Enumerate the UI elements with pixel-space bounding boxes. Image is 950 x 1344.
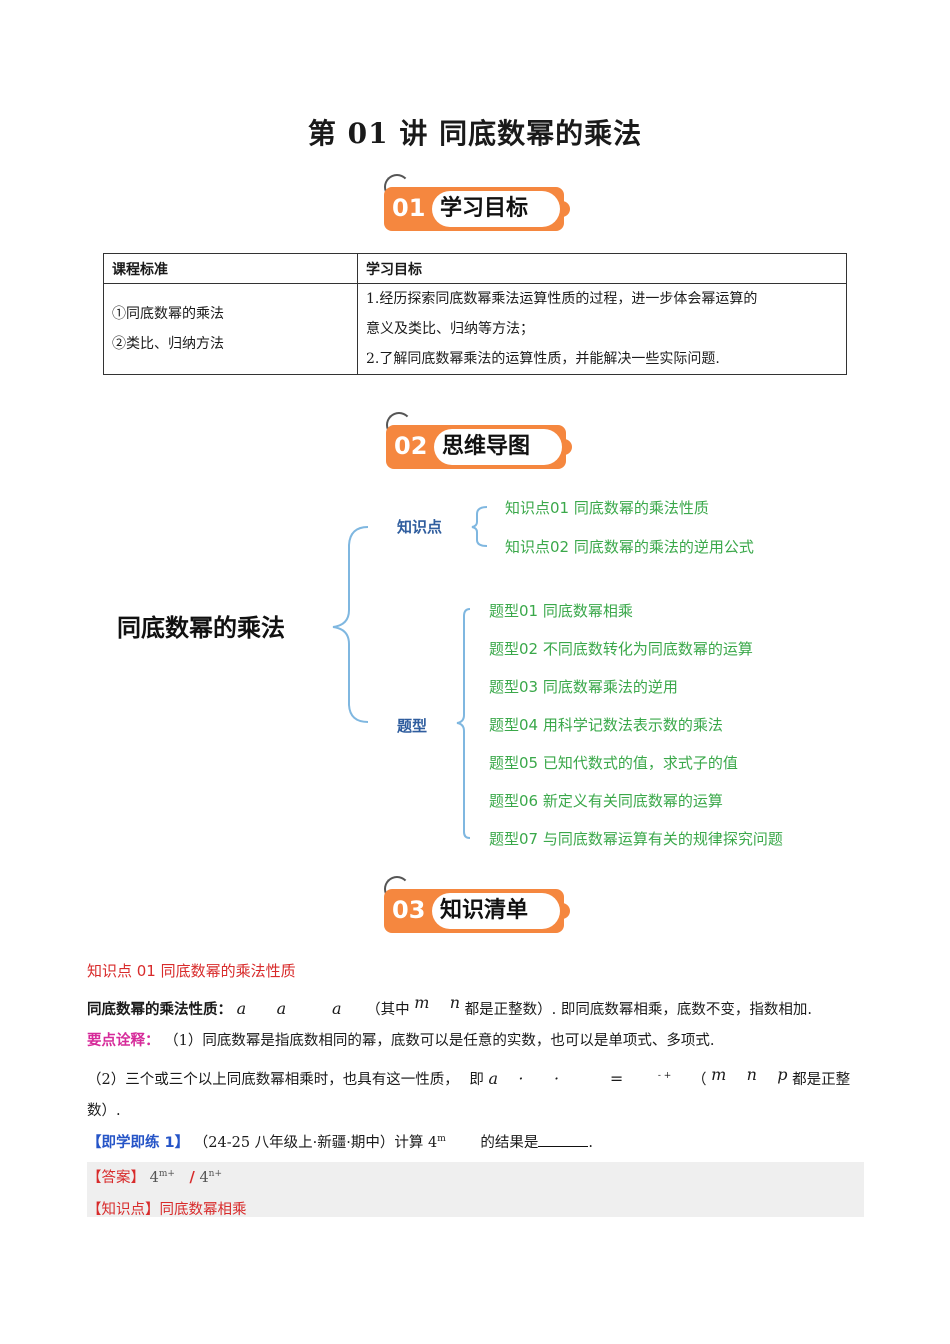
property-vars: m n [414,993,461,1012]
answer-line: 【答案】 4m+ / 4n+ [87,1166,222,1187]
practice-source: （24-25 八年级上·新疆·期中）计算 [193,1135,424,1151]
practice-label: 【即学即练 1】 [87,1135,190,1151]
practice-sup: m [437,1134,446,1145]
practice-text: . [588,1135,593,1151]
badge-number: 02 [394,432,428,460]
branch-item: 题型04 用科学记数法表示数的乘法 [489,716,723,734]
branch-item: 题型05 已知代数式的值，求式子的值 [489,754,738,772]
practice-text: 的结果是 [480,1135,539,1151]
curriculum-table: 课程标准 学习目标 ①同底数幂的乘法 ②类比、归纳方法 1.经历探索同底数幂乘法… [103,253,847,375]
mind-map-root: 同底数幂的乘法 [117,614,285,642]
table-cell-goals: 1.经历探索同底数幂乘法运算性质的过程，进一步体会幂运算的 意义及类比、归纳等方… [357,283,847,375]
badge-label: 知识清单 [432,893,560,929]
badge-label: 学习目标 [432,191,560,227]
key-point-label: 要点诠释： [87,1033,160,1049]
goal-line: 意义及类比、归纳等方法； [366,321,534,337]
branch-item: 知识点01 同底数幂的乘法性质 [505,499,709,517]
answer-base: 4 [199,1170,209,1186]
branch-item: 知识点02 同底数幂的乘法的逆用公式 [505,538,754,556]
answer-sup: m+ [158,1169,175,1180]
badge-number: 03 [392,896,426,924]
key-point-vars: m n p [711,1065,788,1084]
branch-item: 题型03 同底数幂乘法的逆用 [489,678,678,696]
key-point-line-1: 要点诠释： （1）同底数幂是指底数相同的幂，底数可以是任意的实数，也可以是单项式… [87,1029,714,1050]
branch-item: 题型07 与同底数幂运算有关的规律探究问题 [489,830,783,848]
branch-item: 题型06 新定义有关同底数幂的运算 [489,792,723,810]
goal-line: 1.经历探索同底数幂乘法运算性质的过程，进一步体会幂运算的 [366,291,758,307]
key-point-text: 都是正整 [792,1072,851,1088]
property-label: 同底数幂的乘法性质： [87,1002,232,1018]
branch-knowledge: 知识点 [397,518,443,536]
practice-line: 【即学即练 1】 （24-25 八年级上·新疆·期中）计算 4m 的结果是. [87,1131,593,1152]
key-point-text: （ [691,1072,707,1088]
knowledge-point-label: 【知识点】 [87,1202,160,1218]
table-header-standard: 课程标准 [103,253,358,284]
property-text: 都是正整数）. 即同底数幂相乘，底数不变，指数相加. [464,1002,812,1018]
key-point-text: （1）同底数幂是指底数相同的幂，底数可以是任意的实数，也可以是单项式、多项式. [164,1033,715,1049]
knowledge-point-value: 同底数幂相乘 [159,1202,247,1218]
knowledge-heading: 知识点 01 同底数幂的乘法性质 [87,962,296,980]
answer-sup: n+ [208,1169,223,1180]
practice-base: 4 [428,1135,438,1151]
knowledge-point-line: 【知识点】同底数幂相乘 [87,1198,247,1219]
key-point-text: （2）三个或三个以上同底数幂相乘时，也具有这一性质， [87,1072,459,1088]
key-point-formula: a · · = [488,1069,624,1088]
answer-box [87,1162,864,1217]
branch-item: 题型02 不同底数转化为同底数幂的运算 [489,640,753,658]
badge-label: 思维导图 [434,429,562,465]
answer-blank [538,1134,589,1147]
answer-label: 【答案】 [87,1170,145,1186]
key-point-line-3: 数）. [87,1103,121,1119]
goal-line: 2.了解同底数幂乘法的运算性质，并能解决一些实际问题. [366,351,720,367]
standard-line: ②类比、归纳方法 [112,336,224,352]
page-title: 第 01 讲 同底数幂的乘法 [307,117,643,150]
table-cell-standard: ①同底数幂的乘法 ②类比、归纳方法 [103,283,358,375]
section-badge-knowledge: 03 知识清单 [384,876,584,940]
badge-number: 01 [392,194,426,222]
key-point-line-2: （2）三个或三个以上同底数幂相乘时，也具有这一性质， 即 a · · = - +… [87,1065,851,1089]
section-badge-mindmap: 02 思维导图 [386,412,586,476]
key-point-sup: - + [657,1071,672,1082]
property-line: 同底数幂的乘法性质： a a a （其中 m n 都是正整数）. 即同底数幂相乘… [87,993,812,1019]
answer-base: 4 [149,1170,159,1186]
answer-separator: / [189,1169,195,1186]
key-point-text: 即 [469,1072,484,1088]
property-text: （其中 [366,1002,410,1018]
standard-line: ①同底数幂的乘法 [112,306,224,322]
branch-types: 题型 [397,717,428,735]
property-formula: a a a [236,999,342,1018]
branch-item: 题型01 同底数幂相乘 [489,602,633,620]
section-badge-goals: 01 学习目标 [384,174,584,238]
